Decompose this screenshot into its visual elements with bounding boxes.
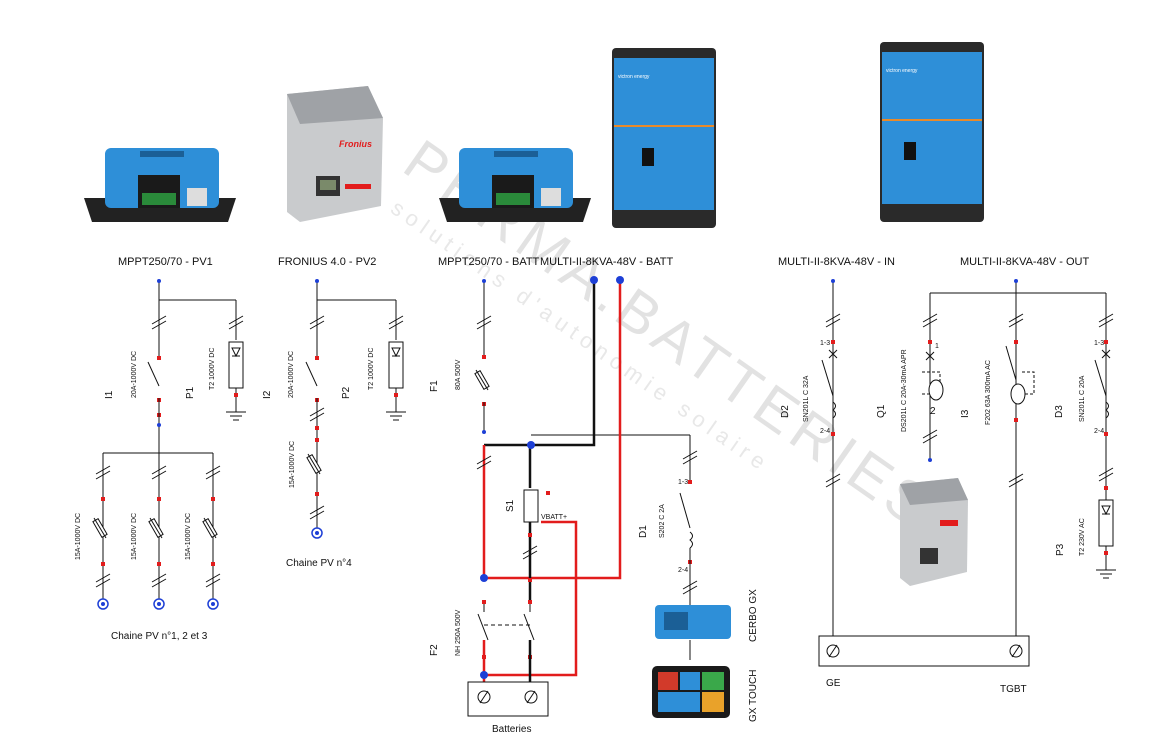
- label-ge: GE: [826, 678, 841, 689]
- spec-P3: T2 230V AC: [1079, 518, 1086, 556]
- label-vbatt: VBATT+: [541, 514, 567, 521]
- mppt-pv1-image: [84, 148, 236, 222]
- ref-P1: P1: [185, 386, 196, 399]
- spec-I2-fuse: 15A-1000V DC: [289, 441, 296, 488]
- title-mppt-batt: MPPT250/70 - BATT: [438, 256, 540, 268]
- ref-D2: D2: [780, 405, 791, 418]
- label-gx-touch: GX TOUCH: [748, 670, 759, 722]
- title-multi-batt: MULTI-II-8KVA-48V - BATT: [540, 256, 674, 268]
- spec-I1: 20A-1000V DC: [131, 351, 138, 398]
- section-pv2: I2 20A-1000V DC P2 T2 1000V DC 15A-1000V…: [262, 279, 406, 569]
- spec-pv-fuse-1: 15A-1000V DC: [75, 513, 82, 560]
- D3-poles-top: 1-3: [1094, 340, 1104, 347]
- fronius-logo: Fronius: [339, 139, 372, 149]
- section-battery: F1 80A 500V S1 VBATT+: [429, 276, 759, 735]
- mppt-batt-image: [439, 148, 591, 222]
- spec-I3: F202 63A 300mA AC: [985, 360, 992, 425]
- spec-P1: T2 1000V DC: [209, 348, 216, 390]
- label-batteries: Batteries: [492, 724, 531, 735]
- label-chaine-123: Chaine PV n°1, 2 et 3: [111, 631, 208, 642]
- D3-poles-bottom: 2-4: [1094, 428, 1104, 435]
- spec-I2: 20A-1000V DC: [288, 351, 295, 398]
- ref-F1: F1: [429, 380, 440, 392]
- spec-D1: S202 C 2A: [659, 504, 666, 538]
- victron-logo-1: victron energy: [618, 74, 650, 80]
- spec-Q1: DS201L C 20A-30mA APR: [901, 349, 908, 432]
- title-fronius-pv2: FRONIUS 4.0 - PV2: [278, 256, 376, 268]
- ref-D3: D3: [1054, 405, 1065, 418]
- Q1-pole-top: 1: [935, 343, 939, 350]
- title-mppt-pv1: MPPT250/70 - PV1: [118, 256, 213, 268]
- spec-P2: T2 1000V DC: [368, 348, 375, 390]
- ref-F2: F2: [429, 644, 440, 656]
- ref-I2: I2: [262, 390, 273, 399]
- D2-poles-bottom: 2-4: [820, 428, 830, 435]
- spec-D3: SN201L C 20A: [1079, 375, 1086, 422]
- Q1-pole-bottom: 2: [930, 406, 936, 417]
- ref-Q1: Q1: [876, 404, 887, 418]
- spec-pv-fuse-2: 15A-1000V DC: [131, 513, 138, 560]
- label-chaine-4: Chaine PV n°4: [286, 558, 352, 569]
- section-pv1: I1 20A-1000V DC P1 T2 1000V DC 15A-1000V…: [75, 279, 246, 642]
- fronius-pv2-image: Fronius: [287, 86, 383, 222]
- D1-poles-bottom: 2-4: [678, 567, 688, 574]
- title-multi-in: MULTI-II-8KVA-48V - IN: [778, 256, 895, 268]
- spec-pv-fuse-3: 15A-1000V DC: [185, 513, 192, 560]
- section-ac: 1-3 2-4 D2 SN201L C 32A 1 2 Q1 DS201L C …: [780, 279, 1116, 695]
- label-cerbo: CERBO GX: [748, 589, 759, 642]
- ref-P2: P2: [341, 386, 352, 399]
- D2-poles-top: 1-3: [820, 340, 830, 347]
- spec-F1: 80A 500V: [455, 359, 462, 390]
- victron-logo-2: victron energy: [886, 68, 918, 74]
- ref-I1: I1: [104, 390, 115, 399]
- spec-D2: SN201L C 32A: [803, 375, 810, 422]
- ref-I3: I3: [960, 409, 971, 418]
- ref-D1: D1: [638, 525, 649, 538]
- multi-batt-image: victron energy: [612, 48, 716, 228]
- ref-S1: S1: [505, 499, 516, 512]
- label-tgbt: TGBT: [1000, 684, 1027, 695]
- spec-F2: NH 250A 500V: [455, 609, 462, 656]
- fronius-ac-image: [900, 478, 968, 586]
- D1-poles-top: 1-3: [678, 479, 688, 486]
- title-multi-out: MULTI-II-8KVA-48V - OUT: [960, 256, 1089, 268]
- multi-out-image: victron energy: [880, 42, 984, 222]
- ref-P3: P3: [1055, 543, 1066, 556]
